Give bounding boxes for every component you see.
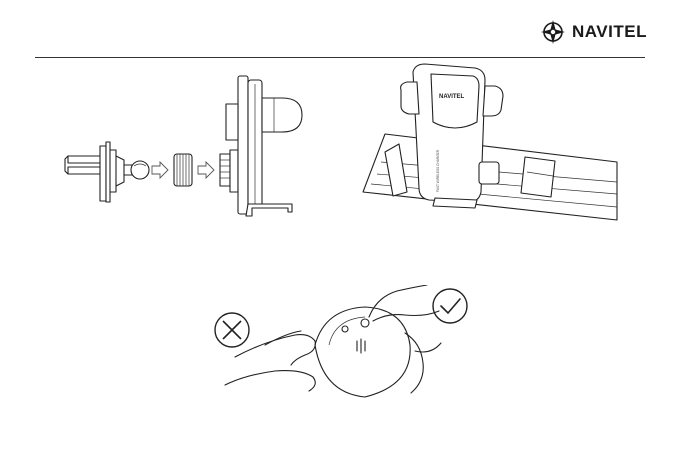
holder-side-view xyxy=(220,76,302,216)
lock-nut-part xyxy=(174,154,192,186)
handling-illustration xyxy=(205,285,490,400)
vent-clip-part xyxy=(65,142,149,202)
charger-side-text: FAST WIRELESS CHARGER xyxy=(436,149,440,192)
brand-logo: NAVITEL xyxy=(540,16,650,48)
brand-name: NAVITEL xyxy=(572,22,647,42)
check-circle-icon xyxy=(433,289,467,323)
holder-brand-label: NAVITEL xyxy=(439,94,465,100)
cross-circle-icon xyxy=(215,313,249,347)
assembly-arrow-icon xyxy=(198,162,214,178)
compass-star-icon xyxy=(540,19,566,45)
assembly-diagram xyxy=(60,70,310,220)
header-divider xyxy=(35,57,645,58)
holder-back-puck xyxy=(315,307,410,397)
mounted-holder-illustration: NAVITEL FAST WIRELESS CHARGER xyxy=(355,62,625,227)
assembly-arrow-icon xyxy=(152,162,168,178)
